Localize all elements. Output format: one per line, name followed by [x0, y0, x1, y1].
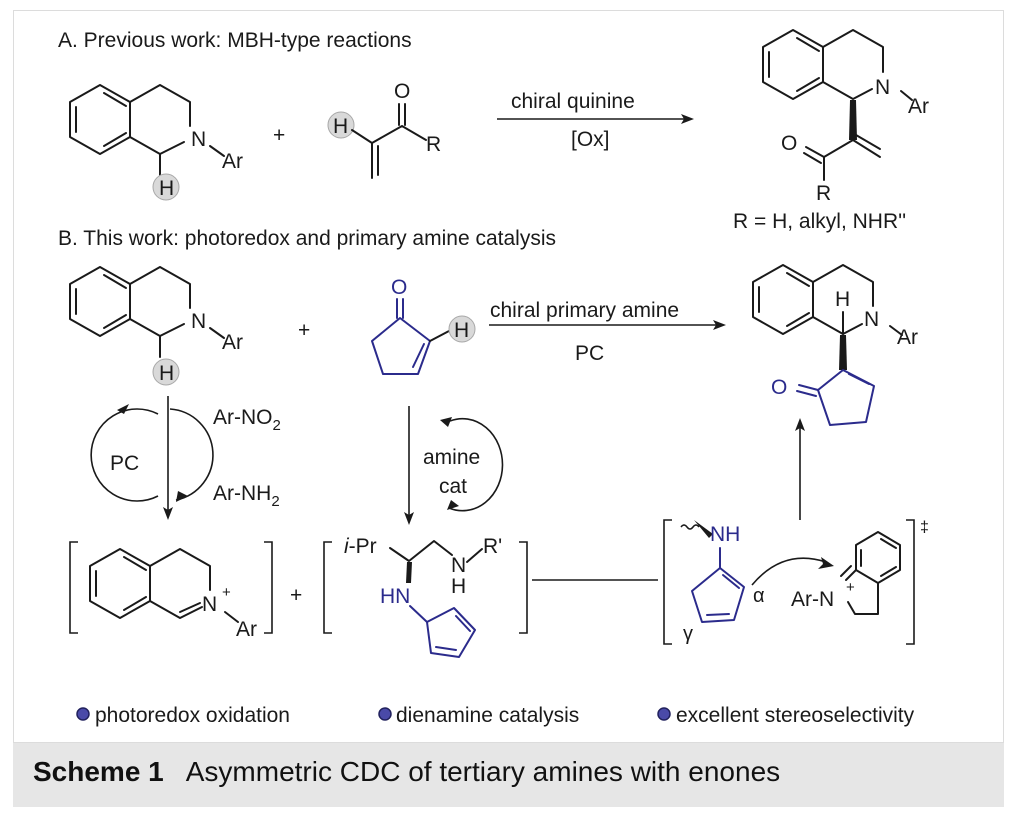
scheme-caption: Scheme 1 Asymmetric CDC of tertiary amine…: [33, 756, 780, 788]
a-sm-nitrogen: N: [191, 128, 206, 151]
a-tetrahydroisoquinoline: N Ar H: [69, 84, 243, 201]
a-reaction-arrow: chiral quinine [Ox]: [497, 90, 694, 151]
a-product-r-group: R: [816, 182, 831, 205]
b-sm-aryl: Ar: [222, 331, 243, 354]
dienamine-r-prime: R': [483, 535, 502, 558]
a-reagent-top: chiral quinine: [511, 90, 635, 113]
iminium-plus-charge: +: [222, 584, 231, 601]
dienamine-intermediate: i-Pr N H R' HN: [323, 535, 528, 658]
a-product-nitrogen: N: [875, 76, 890, 99]
iminium-nitrogen: N: [202, 593, 217, 616]
a-reagent-bottom: [Ox]: [571, 128, 610, 151]
a-sm-aryl: Ar: [222, 150, 243, 173]
a-product-oxygen: O: [781, 132, 797, 155]
section-a-heading: A. Previous work: MBH-type reactions: [58, 29, 412, 52]
ts-gamma: γ: [683, 623, 693, 645]
highlight-photoredox: photoredox oxidation: [95, 704, 290, 727]
pc-cycle-label: PC: [110, 452, 139, 475]
b-plus-sign: +: [298, 319, 310, 342]
transition-state: ‡ NH α γ Ar-N +: [663, 519, 929, 645]
iminium-aryl: Ar: [236, 618, 257, 641]
ts-double-dagger: ‡: [920, 519, 929, 536]
b-sm-nitrogen: N: [191, 310, 206, 333]
b-product-oxygen: O: [771, 376, 787, 399]
bullet-icon: [657, 707, 671, 721]
ar-nh2-text: Ar-NH2: [213, 482, 280, 510]
ar-no2-text: Ar-NO2: [213, 406, 281, 434]
a-r-definition: R = H, alkyl, NHR'': [733, 210, 906, 233]
a-product-aryl: Ar: [908, 95, 929, 118]
highlight-stereoselectivity: excellent stereoselectivity: [676, 704, 915, 727]
b-product-aryl: Ar: [897, 326, 918, 349]
b-product-nitrogen: N: [864, 308, 879, 331]
bullet-icon: [378, 707, 392, 721]
ts-plus-charge: +: [846, 579, 855, 596]
a-sm-h-highlight: [152, 173, 180, 201]
pc-photoredox-cycle: PC Ar-NO2 Ar-NH2: [90, 396, 281, 520]
dienamine-amine-hydrogen: H: [451, 575, 466, 598]
b-reaction-arrow: chiral primary amine PC: [489, 299, 726, 365]
a-enone-oxygen: O: [394, 80, 410, 103]
amine-cycle-label-2: cat: [439, 475, 467, 498]
a-enone: H O R: [327, 80, 441, 179]
ts-ar-n: Ar-N: [791, 588, 834, 611]
b-sm-h-highlight: [152, 358, 180, 386]
a-sm-hydrogen: H: [159, 177, 174, 200]
caption-bar: Scheme 1 Asymmetric CDC of tertiary amine…: [13, 743, 1004, 807]
b-tetrahydroisoquinoline: N Ar H: [69, 266, 243, 386]
section-b-heading: B. This work: photoredox and primary ami…: [58, 227, 556, 250]
b-cyclopentenone: O H: [371, 276, 476, 375]
b-reagent-bottom: PC: [575, 342, 604, 365]
b-sm-hydrogen: H: [159, 362, 174, 385]
amine-cycle-label-1: amine: [423, 446, 480, 469]
bullet-icon: [76, 707, 90, 721]
a-plus-sign: +: [273, 124, 285, 147]
highlights-row: photoredox oxidation dienamine catalysis…: [76, 704, 915, 727]
highlight-dienamine: dienamine catalysis: [396, 704, 579, 727]
b-product: H N Ar O: [752, 264, 918, 426]
caption-title: Asymmetric CDC of tertiary amines with e…: [185, 756, 781, 787]
amine-catalysis-cycle: amine cat: [404, 406, 504, 525]
dienamine-ipr: i-Pr: [344, 535, 377, 558]
b-product-hydrogen: H: [835, 288, 850, 311]
b-up-arrow: [795, 418, 805, 520]
b-reagent-top: chiral primary amine: [490, 299, 679, 322]
dienamine-amine-nitrogen: N: [451, 554, 466, 577]
ts-alpha: α: [753, 585, 765, 607]
a-enone-r-group: R: [426, 133, 441, 156]
ts-nh: NH: [710, 523, 740, 546]
iminium-intermediate: N + Ar: [69, 541, 273, 641]
caption-label: Scheme 1: [33, 756, 164, 787]
a-enone-hydrogen: H: [333, 115, 348, 138]
b-plus-sign-2: +: [290, 584, 302, 607]
b-enone-hydrogen: H: [454, 319, 469, 342]
a-product: N Ar O R: [762, 29, 929, 205]
dienamine-hn: HN: [380, 585, 410, 608]
b-enone-oxygen: O: [391, 276, 407, 299]
